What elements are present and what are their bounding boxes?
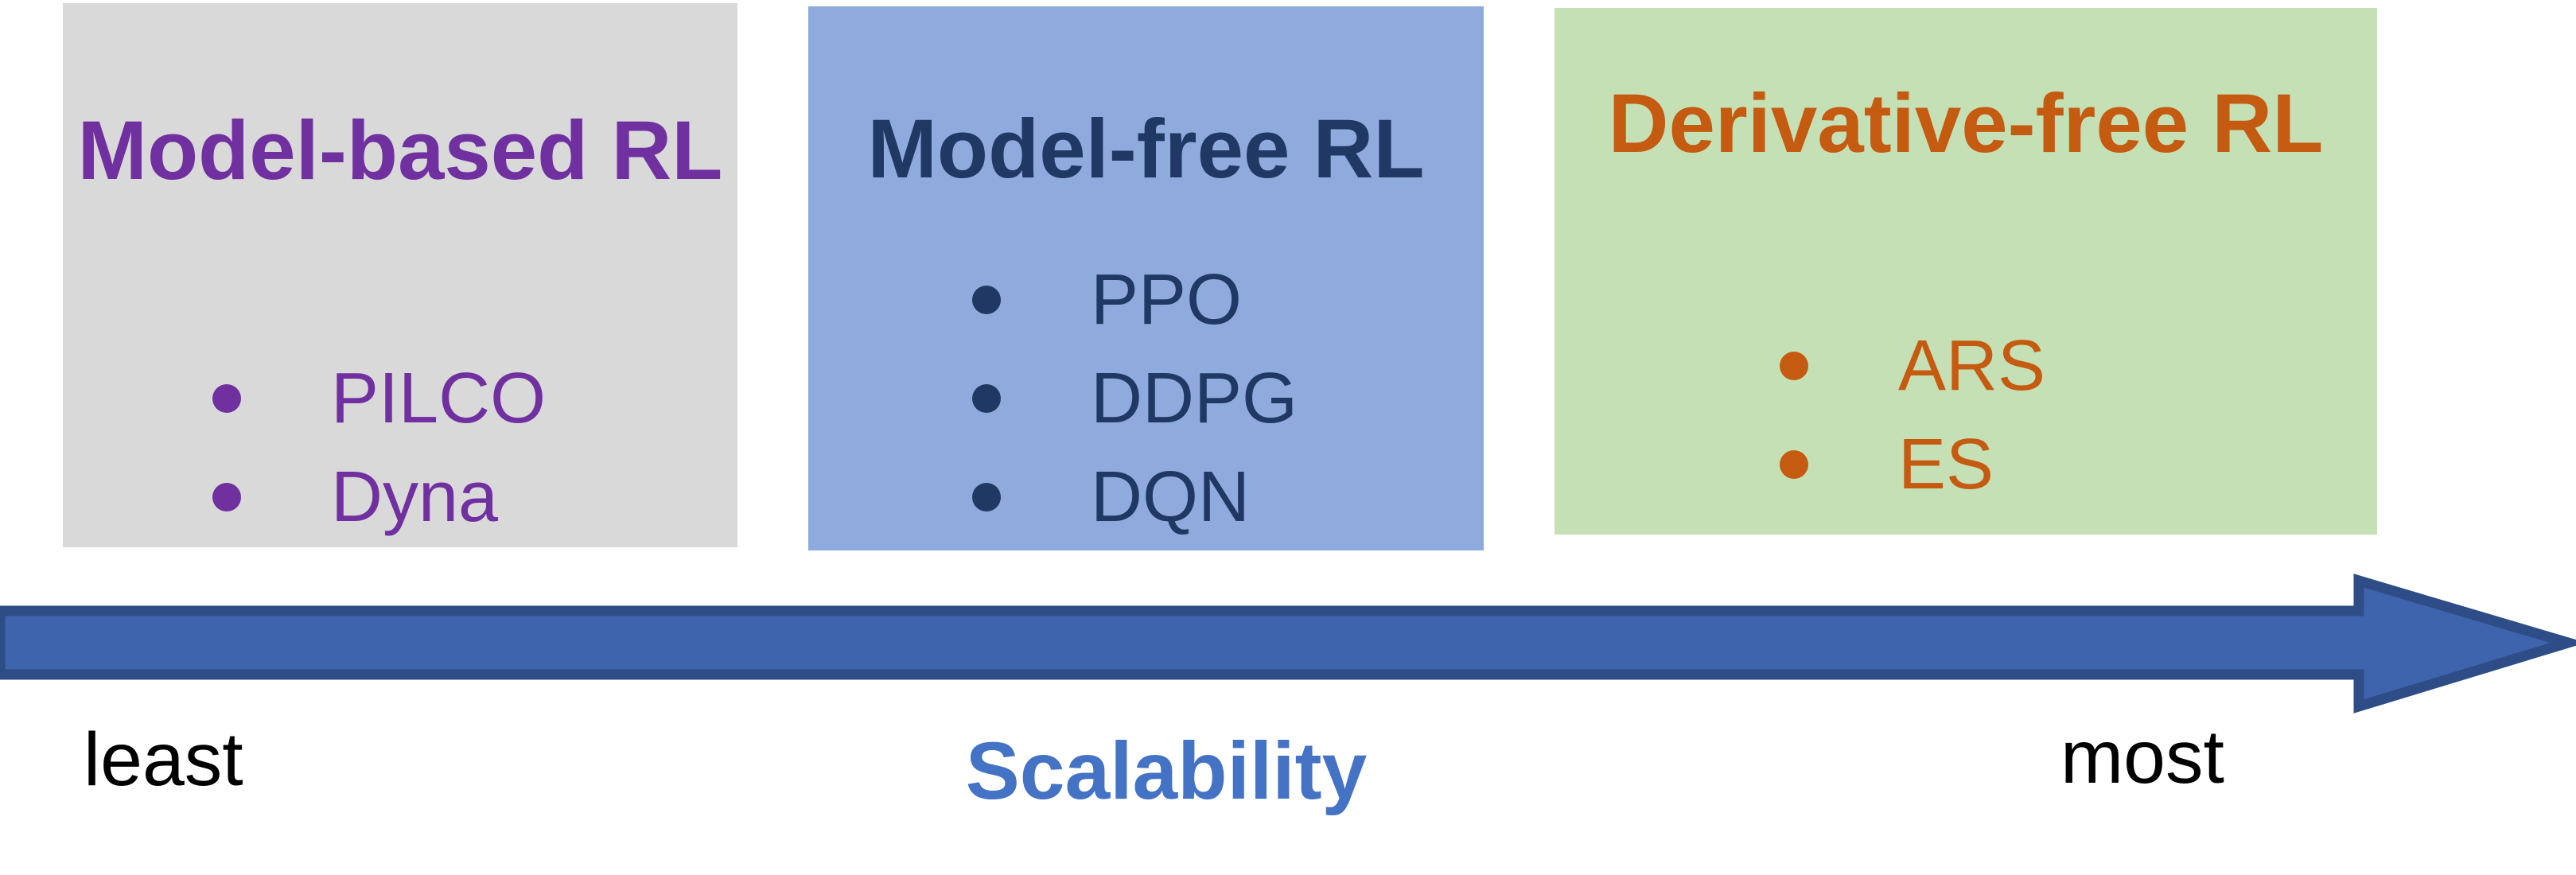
list-item-label: Dyna (331, 457, 499, 537)
list-item: Dyna (212, 448, 546, 546)
list-item-label: DQN (1091, 457, 1250, 537)
bullet-icon (972, 384, 1001, 413)
right-arrow-icon (0, 574, 2576, 714)
box-list-model-based-rl: PILCO Dyna (212, 349, 546, 546)
scalability-arrow (0, 574, 2576, 714)
list-item: PPO (972, 251, 1298, 349)
box-model-based-rl: Model-based RL PILCO Dyna (63, 3, 737, 547)
list-item-label: DDPG (1091, 359, 1298, 438)
bullet-icon (972, 483, 1001, 511)
bullet-icon (212, 483, 241, 511)
bullet-icon (1780, 450, 1808, 479)
list-item: ARS (1780, 317, 2045, 415)
list-item: ES (1780, 415, 2045, 514)
label-least: least (84, 718, 243, 802)
box-title-model-free-rl: Model-free RL (867, 103, 1425, 196)
box-model-free-rl: Model-free RL PPO DDPG DQN (808, 6, 1484, 550)
box-title-derivative-free-rl: Derivative-free RL (1608, 77, 2324, 170)
label-most: most (2060, 715, 2224, 799)
box-list-model-free-rl: PPO DDPG DQN (972, 251, 1298, 546)
list-item-label: ARS (1898, 326, 2046, 406)
box-derivative-free-rl: Derivative-free RL ARS ES (1555, 8, 2377, 535)
box-list-derivative-free-rl: ARS ES (1780, 317, 2045, 514)
label-scalability: Scalability (965, 725, 1368, 816)
list-item: PILCO (212, 349, 546, 448)
list-item-label: PPO (1091, 260, 1243, 340)
list-item: DQN (972, 448, 1298, 546)
list-item-label: PILCO (331, 359, 547, 438)
bullet-icon (212, 384, 241, 413)
bullet-icon (1780, 352, 1808, 380)
list-item-label: ES (1898, 425, 1994, 504)
box-title-model-based-rl: Model-based RL (77, 104, 723, 197)
bullet-icon (972, 286, 1001, 314)
list-item: DDPG (972, 349, 1298, 448)
